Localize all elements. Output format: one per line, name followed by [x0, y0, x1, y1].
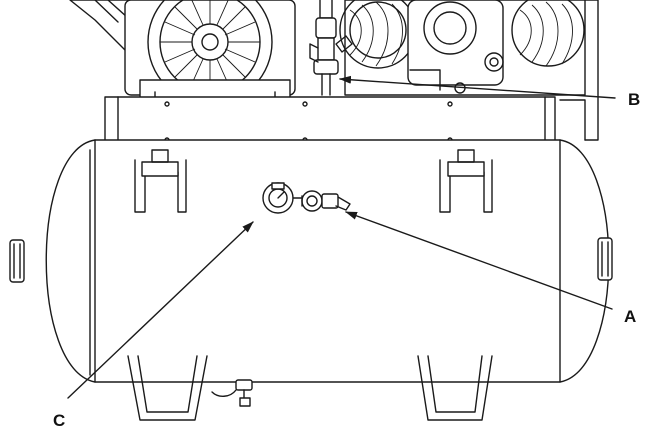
- safety-valve: [301, 190, 351, 212]
- callout-label-c: C: [53, 411, 65, 430]
- pressure-gauge: [262, 182, 303, 214]
- pump-assembly: [339, 0, 599, 141]
- arrow-b: [339, 75, 616, 99]
- callout-label-b: B: [628, 90, 640, 109]
- engine-assembly: [69, 0, 296, 105]
- callout-arrows: [67, 75, 616, 399]
- air-tank: [9, 139, 613, 383]
- tank-feet: [127, 355, 493, 421]
- drain-valve: [211, 379, 253, 407]
- check-valve: [309, 0, 353, 96]
- callout-label-a: A: [624, 307, 636, 326]
- arrow-a: [345, 211, 613, 310]
- arrow-c: [67, 221, 254, 399]
- mounting-brackets: [134, 149, 493, 213]
